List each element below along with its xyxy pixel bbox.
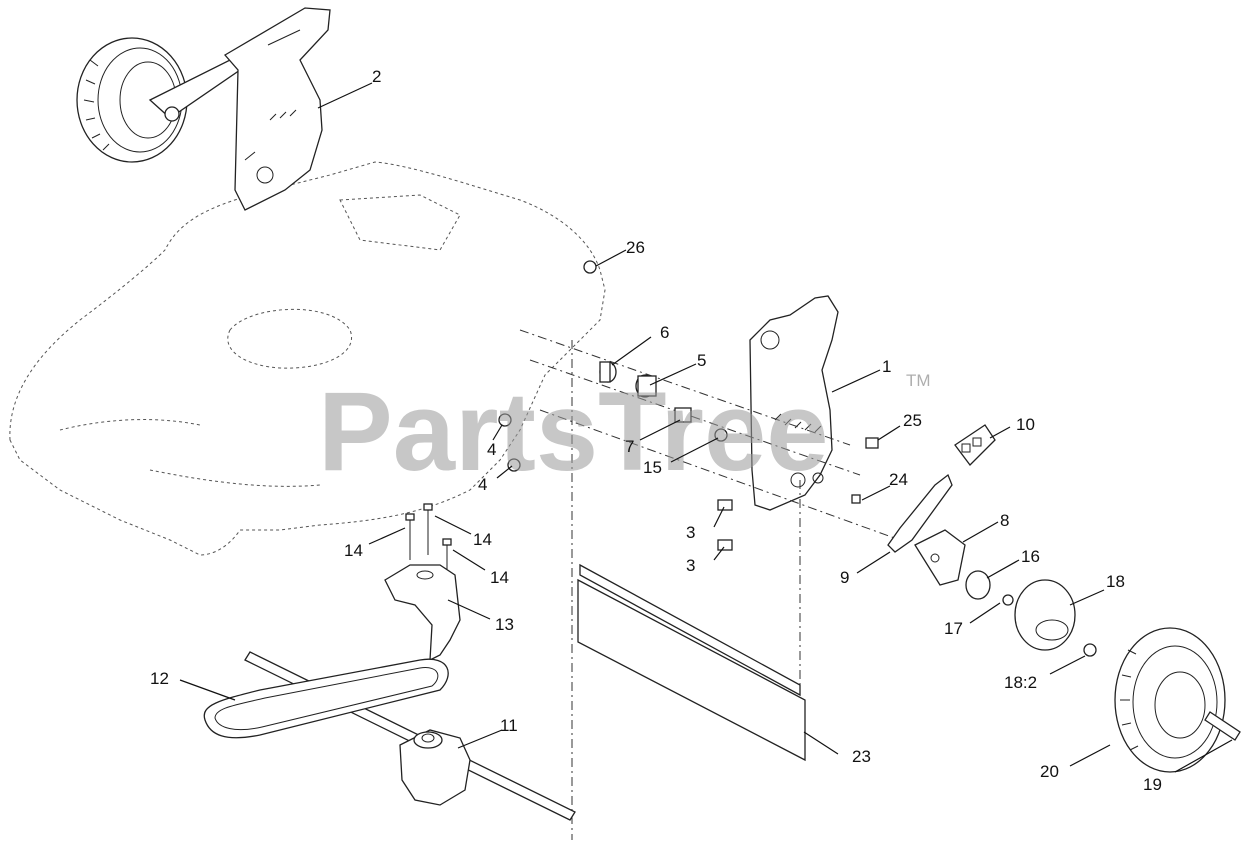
callout-15: 15 <box>643 458 662 477</box>
callout-18: 18 <box>1106 572 1125 591</box>
callout-6: 6 <box>660 323 669 342</box>
callout-26: 26 <box>626 238 645 257</box>
callout-3: 3 <box>686 556 695 575</box>
callout-10: 10 <box>1016 415 1035 434</box>
callout-20: 20 <box>1040 762 1059 781</box>
watermark-text: PartsTree <box>318 369 829 494</box>
callout-2: 2 <box>372 67 381 86</box>
callout-24: 24 <box>889 470 908 489</box>
drive-bracket <box>384 503 461 662</box>
callout-13: 13 <box>495 615 514 634</box>
callout-18-2: 18:2 <box>1004 673 1037 692</box>
partstree-watermark: PartsTree TM <box>318 369 931 494</box>
callout-23: 23 <box>852 747 871 766</box>
left-wheel-assembly <box>76 7 331 211</box>
watermark-trademark: TM <box>906 371 931 390</box>
callout-16: 16 <box>1021 547 1040 566</box>
callout-9: 9 <box>840 568 849 587</box>
rear-flap <box>571 340 806 840</box>
callout-17: 17 <box>944 619 963 638</box>
callout-1: 1 <box>882 357 891 376</box>
callout-14: 14 <box>344 541 363 560</box>
callout-25: 25 <box>903 411 922 430</box>
mower-deck <box>9 161 606 556</box>
right-wheel-assembly <box>965 570 1241 773</box>
drive-train <box>203 651 576 821</box>
callout-11: 11 <box>500 716 518 735</box>
callout-12: 12 <box>150 669 169 688</box>
callout-19: 19 <box>1143 775 1162 794</box>
callout-8: 8 <box>1000 511 1009 530</box>
callout-3: 3 <box>686 523 695 542</box>
callout-14: 14 <box>473 530 492 549</box>
callout-5: 5 <box>697 351 706 370</box>
height-lever <box>887 424 996 586</box>
axle-hardware <box>498 260 901 551</box>
callout-14: 14 <box>490 568 509 587</box>
right-height-bracket <box>749 295 839 511</box>
callout-4: 4 <box>487 440 496 459</box>
leader-lines <box>179 82 1233 773</box>
callout-4: 4 <box>478 475 487 494</box>
callout-7: 7 <box>625 437 634 456</box>
callout-labels: 2 1 3 3 4 4 5 6 7 8 9 10 11 12 13 14 14 … <box>150 67 1162 794</box>
